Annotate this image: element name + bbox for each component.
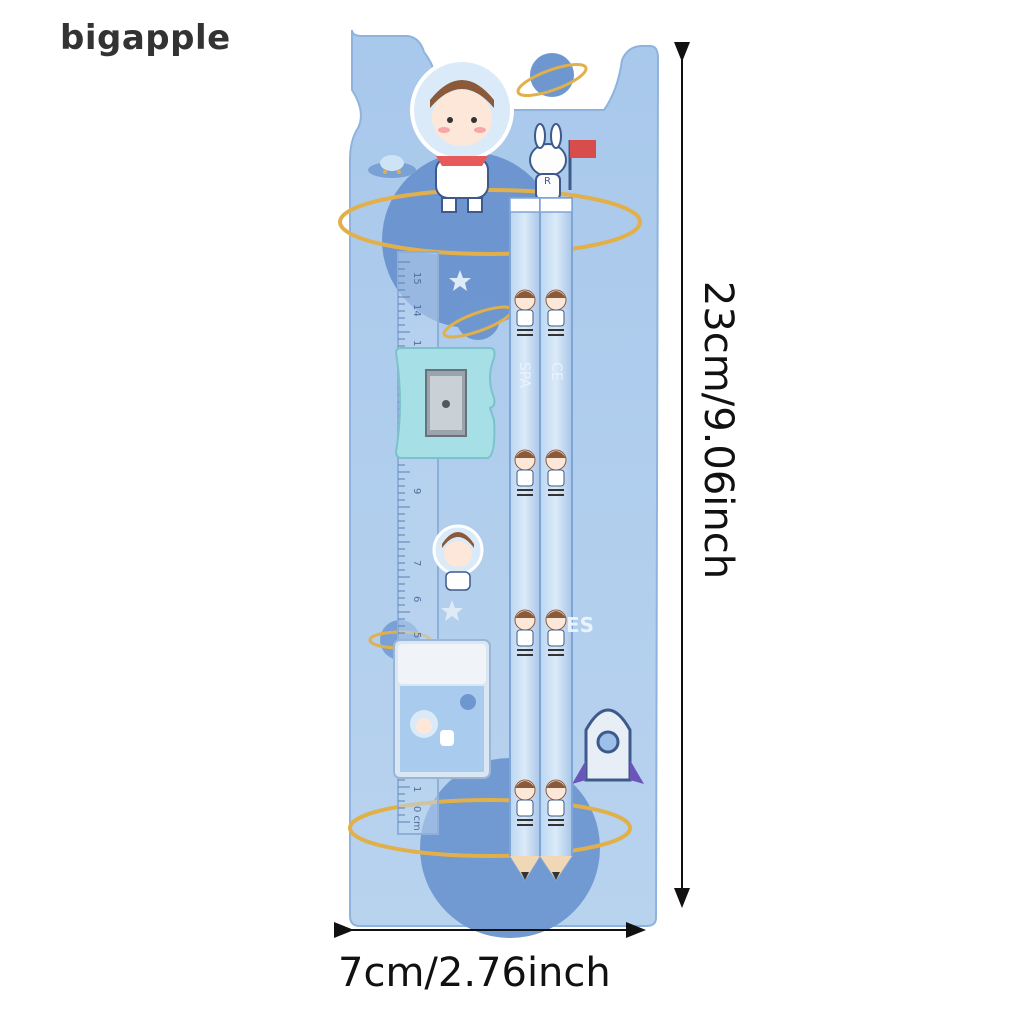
packaging-card [338,29,660,938]
ruler-number-5: 5 [411,632,422,638]
eraser-print-text: ES [566,613,594,637]
pencil-character-prints [514,289,567,826]
pencil-character-print [514,779,536,826]
eraser [393,639,491,779]
brand-watermark: bigapple [60,18,231,58]
small-astronaut-illustration [432,524,484,591]
ruler-number-13: 13 [411,340,422,353]
rabbit-badge: R [544,176,551,187]
ruler-number-1: 1 [411,786,422,792]
astronaut-illustration [410,58,514,213]
ruler-number-9: 9 [411,488,422,494]
pencil-left [509,197,541,882]
pencil-character-print [545,609,567,656]
width-label: 7cm/2.76inch [338,950,611,996]
pencil-character-print [514,609,536,656]
pencil-character-print [545,449,567,496]
pencil-character-print [514,449,536,496]
ruler-number-15: 15 [411,272,422,285]
rabbit-illustration: R [529,123,596,201]
pencil-sharpener [394,347,496,459]
ruler-number-6: 6 [411,596,422,602]
pencil-character-print [514,289,536,336]
pencil-text-right: CE [548,362,564,381]
pencil-character-print [545,779,567,826]
pencil-character-print [545,289,567,336]
ruler-number-0: 0 cm [411,806,422,831]
pencil-right [539,197,573,882]
ruler-number-14: 14 [411,304,422,317]
height-label: 23cm/9.06inch [695,280,741,580]
pencil-text-left: SPA [516,362,532,388]
ruler-number-7: 7 [411,560,422,566]
